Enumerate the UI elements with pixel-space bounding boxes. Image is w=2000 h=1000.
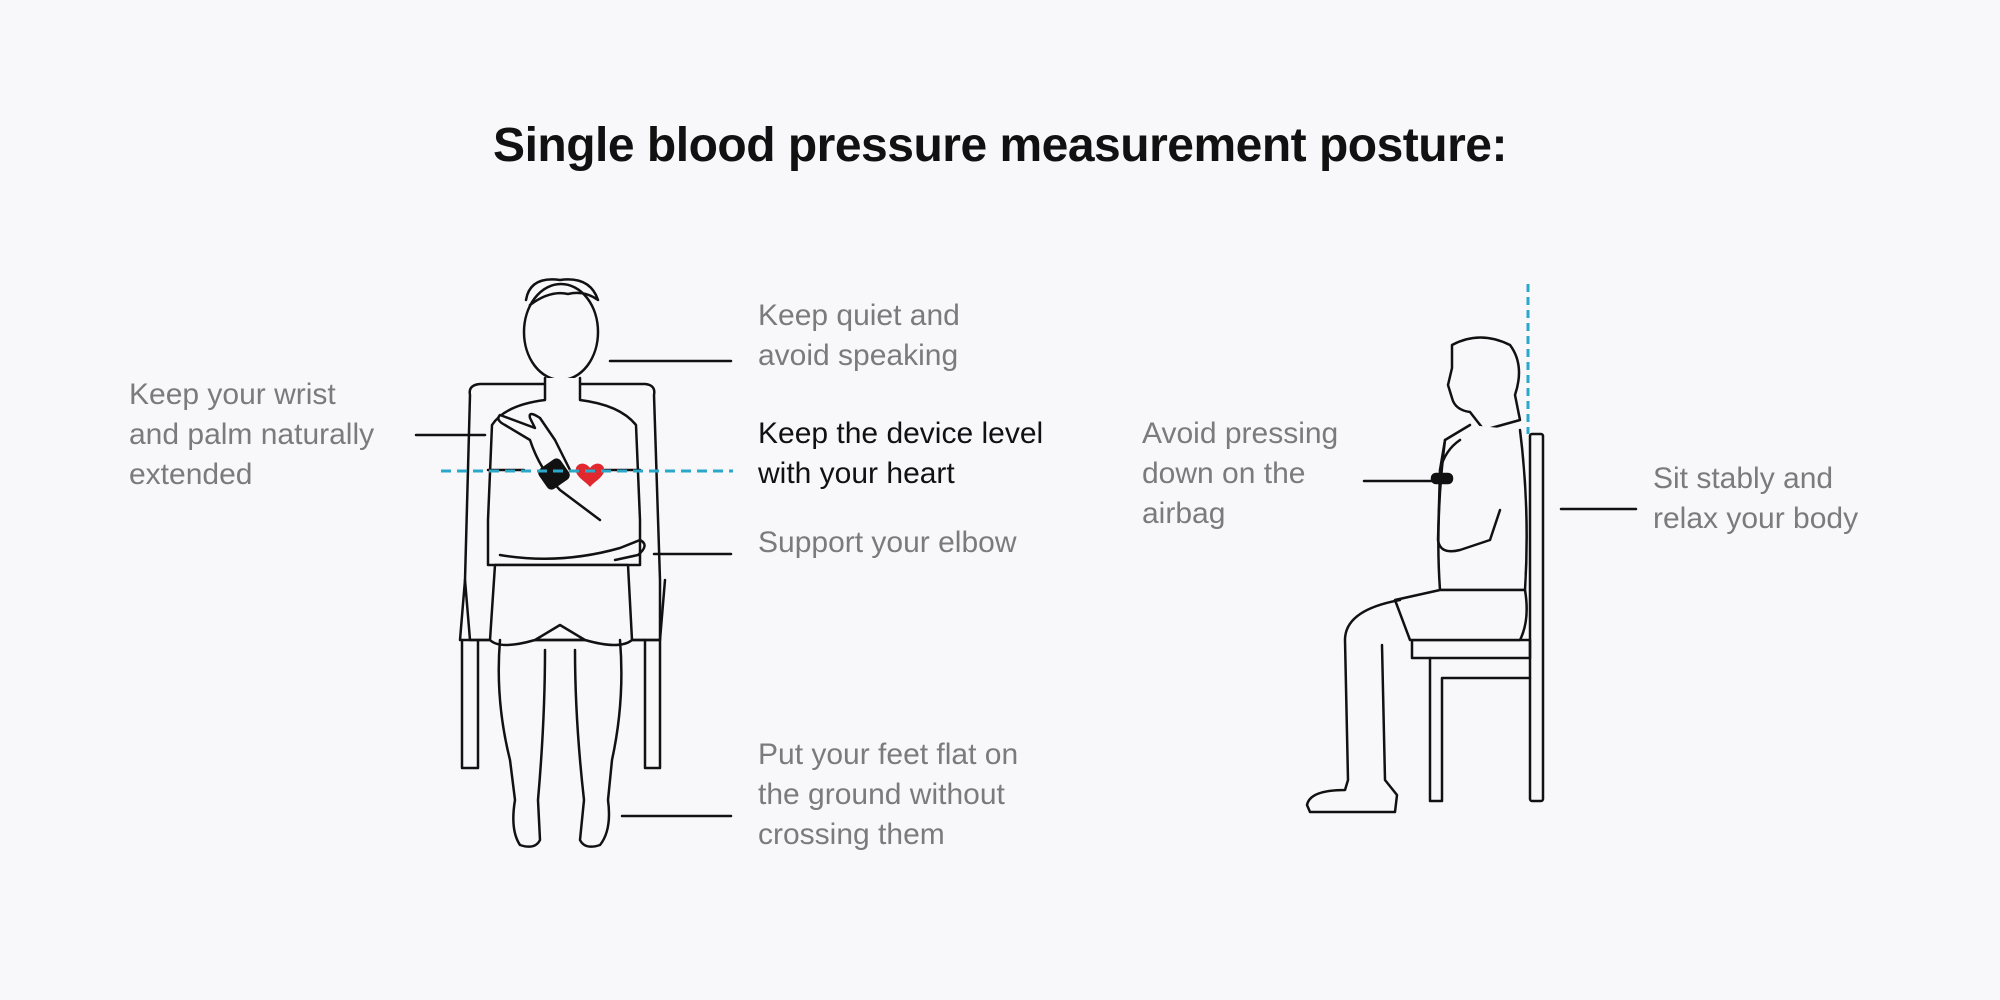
feet-label-line: the ground without (758, 778, 1005, 811)
front-chair (458, 382, 667, 770)
sit-label-line: Sit stably and (1653, 462, 1834, 495)
sit-label: Sit stably and relax your body (1653, 459, 1858, 539)
airbag-label-line: airbag (1142, 497, 1226, 530)
sit-label-line: relax your body (1653, 502, 1859, 535)
wrist-label-line: Keep your wrist (129, 378, 336, 411)
heart-icon (575, 463, 605, 487)
airbag-label-line: Avoid pressing (1142, 417, 1339, 450)
wrist-label: Keep your wrist and palm naturally exten… (129, 375, 374, 495)
feet-label: Put your feet flat on the ground without… (758, 735, 1018, 855)
level-label-line: with your heart (758, 457, 955, 490)
quiet-label-line: Keep quiet and (758, 299, 960, 332)
wrist-label-line: and palm naturally (129, 418, 375, 451)
wrist-label-line: extended (129, 458, 253, 491)
page-title: Single blood pressure measurement postur… (493, 119, 1507, 172)
level-label-line: Keep the device level (758, 417, 1044, 450)
airbag-label: Avoid pressing down on the airbag (1142, 414, 1338, 534)
feet-label-line: crossing them (758, 818, 945, 851)
elbow-label-line: Support your elbow (758, 526, 1017, 559)
quiet-label: Keep quiet and avoid speaking (758, 296, 960, 376)
airbag-label-line: down on the (1142, 457, 1306, 490)
quiet-label-line: avoid speaking (758, 339, 959, 372)
front-person (486, 278, 646, 848)
side-person (1305, 336, 1528, 814)
feet-label-line: Put your feet flat on (758, 738, 1019, 771)
elbow-label: Support your elbow (758, 523, 1017, 563)
level-label: Keep the device level with your heart (758, 414, 1043, 494)
